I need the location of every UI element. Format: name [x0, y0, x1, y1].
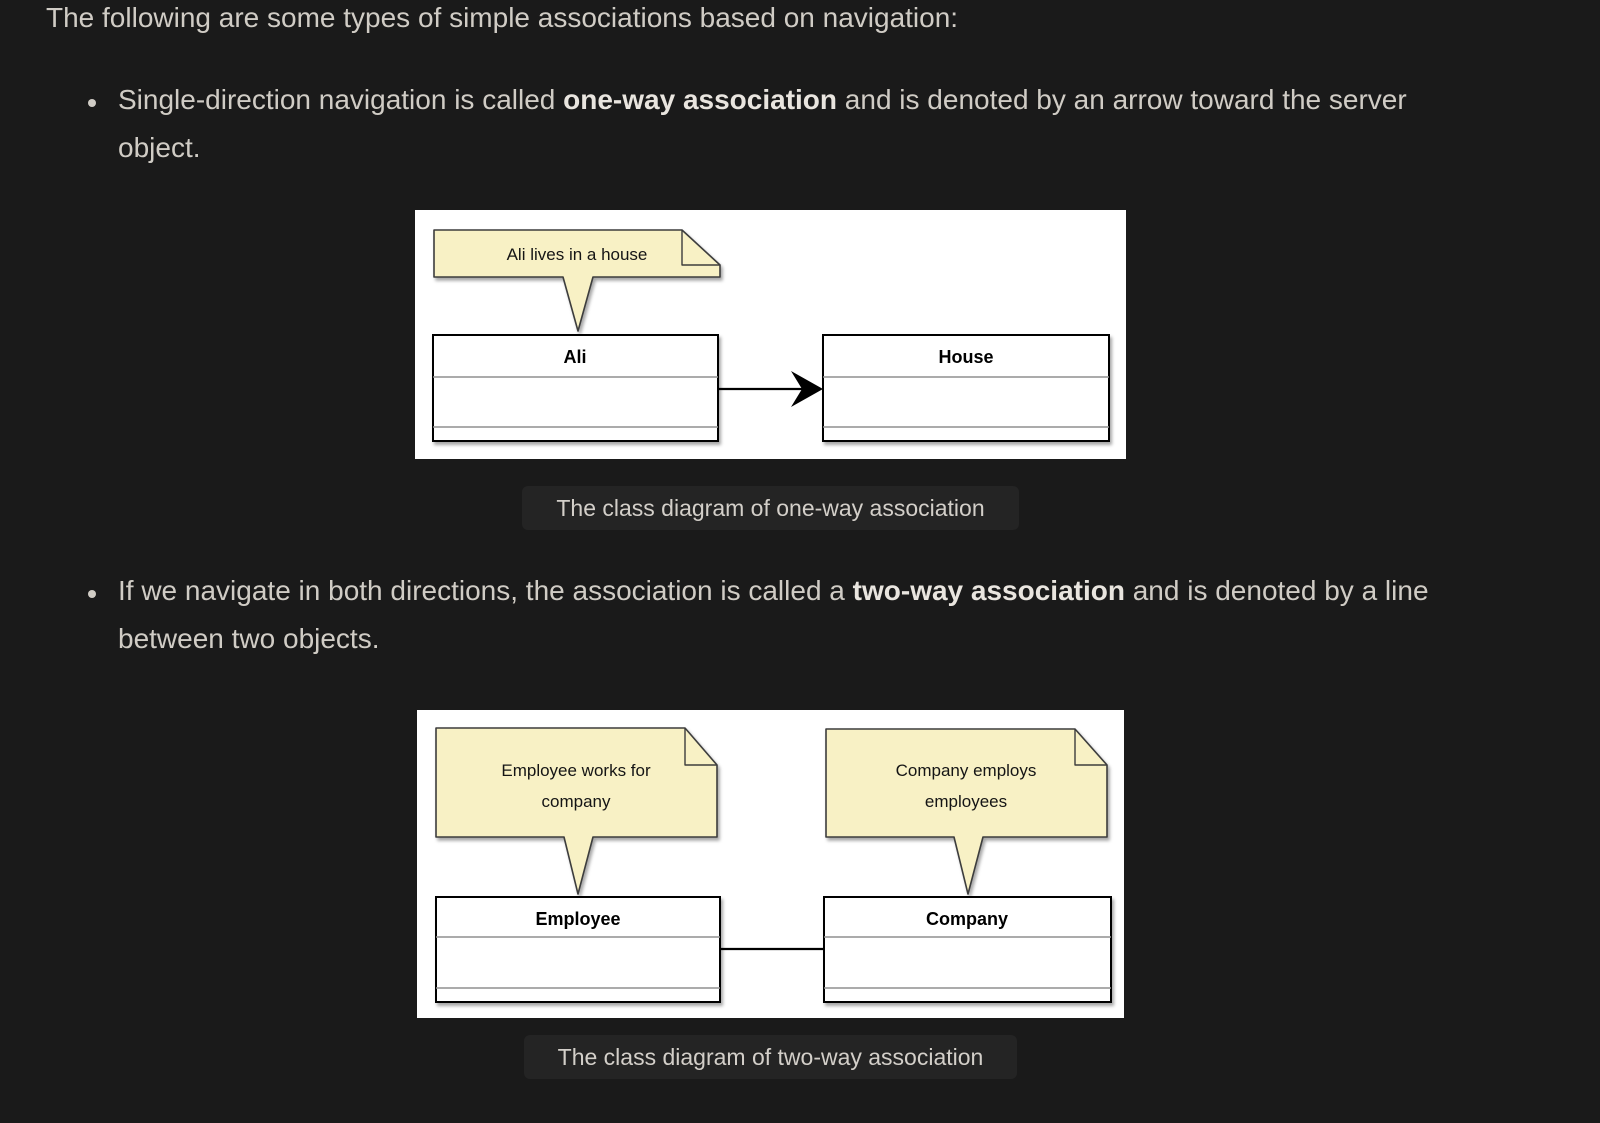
arrowhead-icon — [791, 371, 823, 407]
one-way-diagram-figure: Ali lives in a house Ali House — [415, 210, 1126, 459]
note-text-company-line2: employees — [925, 792, 1007, 811]
uml-note-company — [825, 728, 1108, 895]
class-box-house — [822, 334, 1110, 442]
bullet-item-one-way: Single-direction navigation is called on… — [118, 76, 1474, 172]
class-name-employee: Employee — [535, 909, 620, 929]
uml-note-ali — [433, 229, 721, 332]
intro-text: The following are some types of simple a… — [46, 2, 959, 33]
uml-note-employee — [435, 727, 718, 895]
note-fold-corner-icon — [681, 230, 720, 266]
bullet-item-two-way: If we navigate in both directions, the a… — [118, 567, 1474, 663]
note-fold-corner-icon — [1074, 729, 1107, 766]
class-name-company: Company — [926, 909, 1008, 929]
bullet-text-pre: Single-direction navigation is called — [118, 84, 564, 115]
note-text-employee-line1: Employee works for — [501, 761, 651, 780]
two-way-diagram-svg: Employee works for company Company emplo… — [435, 727, 1112, 1003]
figure-caption-row: The class diagram of two-way association — [417, 1035, 1124, 1079]
note-text-employee-line2: company — [542, 792, 611, 811]
class-box-company — [823, 896, 1112, 1003]
class-name-house: House — [938, 347, 993, 367]
figure-caption-one-way: The class diagram of one-way association — [522, 486, 1019, 530]
figure-caption-row: The class diagram of one-way association — [415, 486, 1126, 530]
figure-caption-two-way: The class diagram of two-way association — [523, 1035, 1018, 1079]
bullet-text-bold: two-way association — [852, 575, 1125, 606]
bullet-text-post: and is denoted by a line between two obj… — [118, 575, 1429, 654]
two-way-diagram-figure: Employee works for company Company emplo… — [417, 710, 1124, 1018]
bullet-text-pre: If we navigate in both directions, the a… — [118, 575, 853, 606]
class-name-ali: Ali — [563, 347, 586, 367]
note-text-ali: Ali lives in a house — [507, 245, 648, 264]
one-way-diagram-svg: Ali lives in a house Ali House — [432, 229, 1110, 442]
bullet-marker — [88, 99, 96, 107]
bullet-text-bold: one-way association — [563, 84, 838, 115]
note-text-company-line1: Company employs — [896, 761, 1037, 780]
note-fold-corner-icon — [684, 728, 717, 766]
class-box-employee — [435, 896, 721, 1003]
bullet-marker — [88, 590, 96, 598]
bullet-text-post: and is denoted by an arrow toward the se… — [118, 84, 1407, 163]
